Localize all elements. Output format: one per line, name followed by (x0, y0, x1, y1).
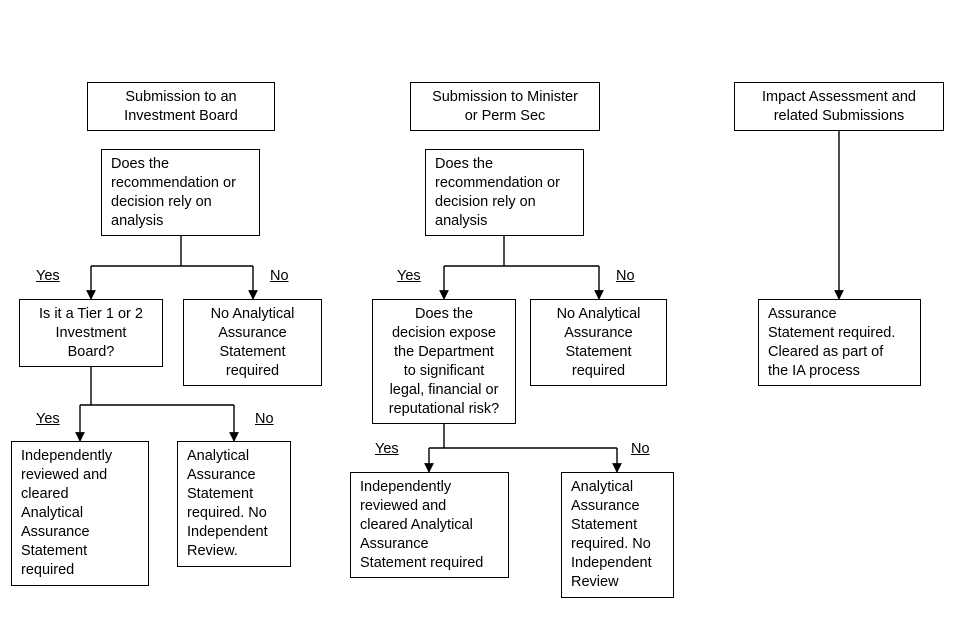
box-text: Does the decision expose the Department … (388, 305, 500, 417)
no-statement-required-box: No Analytical Assurance Statement requir… (530, 299, 667, 386)
box-text: No Analytical Assurance Statement requir… (556, 305, 641, 379)
independently-reviewed-box: Independently reviewed and cleared Analy… (11, 441, 149, 586)
box-text: Independently reviewed and cleared Analy… (360, 478, 484, 571)
box-text: No Analytical Assurance Statement requir… (210, 305, 295, 379)
box-text: Submission to an Investment Board (124, 88, 238, 124)
minister-question-box: Does the recommendation or decision rely… (425, 149, 584, 236)
minister-header-box: Submission to Minister or Perm Sec (410, 82, 600, 131)
box-text: Assurance Statement required. Cleared as… (768, 305, 896, 379)
independently-reviewed-box: Independently reviewed and cleared Analy… (350, 472, 509, 578)
risk-question-box: Does the decision expose the Department … (372, 299, 516, 424)
investment-board-header-box: Submission to an Investment Board (87, 82, 275, 131)
no-statement-required-box: No Analytical Assurance Statement requir… (183, 299, 322, 386)
box-text: Analytical Assurance Statement required.… (571, 479, 652, 590)
box-text: Independently reviewed and cleared Analy… (21, 448, 113, 578)
no-label: No (255, 411, 274, 427)
box-text: Analytical Assurance Statement required.… (187, 448, 268, 559)
no-label: No (270, 268, 289, 284)
box-text: Does the recommendation or decision rely… (111, 155, 236, 229)
no-independent-review-box: Analytical Assurance Statement required.… (561, 472, 674, 598)
tier-question-box: Is it a Tier 1 or 2 Investment Board? (19, 299, 163, 367)
no-independent-review-box: Analytical Assurance Statement required.… (177, 441, 291, 567)
no-label: No (631, 441, 650, 457)
yes-label: Yes (375, 441, 399, 457)
yes-label: Yes (36, 268, 60, 284)
assurance-statement-box: Assurance Statement required. Cleared as… (758, 299, 921, 386)
box-text: Does the recommendation or decision rely… (435, 155, 560, 229)
impact-assessment-header-box: Impact Assessment and related Submission… (734, 82, 944, 131)
investment-board-question-box: Does the recommendation or decision rely… (101, 149, 260, 236)
yes-label: Yes (397, 268, 421, 284)
yes-label: Yes (36, 411, 60, 427)
box-text: Impact Assessment and related Submission… (762, 88, 916, 124)
box-text: Is it a Tier 1 or 2 Investment Board? (39, 305, 143, 360)
no-label: No (616, 268, 635, 284)
box-text: Submission to Minister or Perm Sec (432, 88, 578, 124)
